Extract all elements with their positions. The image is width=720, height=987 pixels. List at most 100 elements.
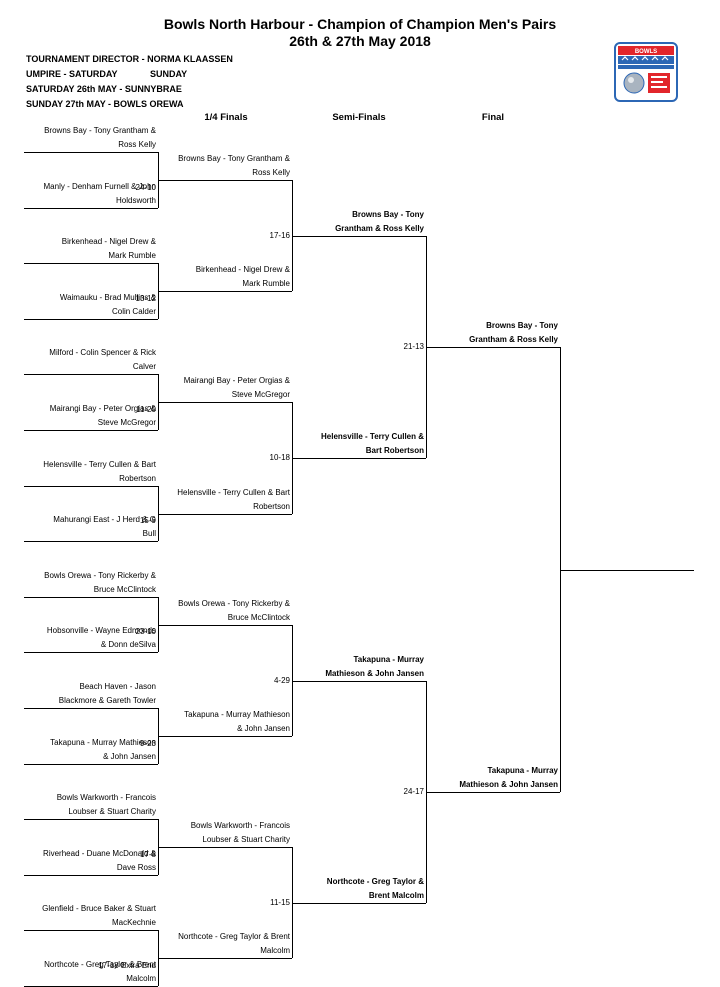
semi-finalist-3-line2: Mathieson & John Jansen <box>325 669 424 678</box>
entrant-7-line2: Robertson <box>119 474 156 483</box>
quarter-winner-5-line1: Bowls Orewa - Tony Rickerby & <box>178 599 290 608</box>
semi-line <box>292 681 426 682</box>
qf-score-3: 4-29 <box>273 676 290 685</box>
semi-finalist-1-line1: Browns Bay - Tony <box>352 210 424 219</box>
r1-score-4: 15-9 <box>139 516 156 525</box>
entrant-12-line1: Takapuna - Murray Mathieson <box>50 738 156 747</box>
umpire-sunday-label: SUNDAY <box>150 69 188 79</box>
entrant-line <box>24 764 158 765</box>
entrant-line <box>24 319 158 320</box>
entrant-line <box>24 819 158 820</box>
entrant-line <box>24 486 158 487</box>
finalist-1-line2: Grantham & Ross Kelly <box>469 335 558 344</box>
sunday-venue: SUNDAY 27th MAY - BOWLS OREWA <box>26 99 184 109</box>
entrant-line <box>24 597 158 598</box>
quarter-line <box>158 402 292 403</box>
quarter-winner-7-line1: Bowls Warkworth - Francois <box>190 821 290 830</box>
entrant-14-line2: Dave Ross <box>116 863 156 872</box>
entrant-14-line1: Riverhead - Duane McDonald & <box>43 849 156 858</box>
quarter-line <box>158 180 292 181</box>
entrant-9-line2: Bruce McClintock <box>93 585 156 594</box>
entrant-11-line2: Blackmore & Gareth Towler <box>58 696 156 705</box>
finalist-1-line1: Browns Bay - Tony <box>486 321 558 330</box>
page-dates: 26th & 27th May 2018 <box>289 33 431 49</box>
semi-line <box>292 236 426 237</box>
entrant-10-line2: & Donn deSilva <box>100 640 156 649</box>
entrant-line <box>24 430 158 431</box>
r1-score-6: 9-23 <box>139 739 156 748</box>
semi-finalist-4-line1: Northcote - Greg Taylor & <box>326 877 424 886</box>
quarter-winner-4-line1: Helensville - Terry Cullen & Bart <box>177 488 290 497</box>
semi-finalist-1-line2: Grantham & Ross Kelly <box>335 224 424 233</box>
semi-finalist-2-line2: Bart Robertson <box>365 446 424 455</box>
entrant-line <box>24 152 158 153</box>
final-line <box>426 347 560 348</box>
quarter-winner-3-line2: Steve McGregor <box>231 390 290 399</box>
entrant-11-line1: Beach Haven - Jason <box>79 682 157 691</box>
entrant-line <box>24 875 158 876</box>
quarter-winner-2-line1: Birkenhead - Nigel Drew & <box>195 265 290 274</box>
page-title: Bowls North Harbour - Champion of Champi… <box>163 16 557 32</box>
umpire-label: UMPIRE - SATURDAY <box>26 69 118 79</box>
quarter-line <box>158 958 292 959</box>
entrant-4-line1: Waimauku - Brad Mullins & <box>59 293 156 302</box>
entrant-2-line2: Holdsworth <box>115 196 156 205</box>
round-heading-final: Final <box>481 112 505 123</box>
sf-score-1: 21-13 <box>403 342 424 351</box>
entrant-13-line2: Loubser & Stuart Charity <box>68 807 156 816</box>
qf-connector <box>292 847 293 958</box>
finalist-2-line1: Takapuna - Murray <box>487 766 558 775</box>
r1-score-8: 17-18 Extra End <box>98 961 156 970</box>
quarter-line <box>158 847 292 848</box>
qf-score-4: 11-15 <box>270 898 290 907</box>
r1-connector <box>158 597 159 652</box>
r1-score-1: 24-10 <box>135 183 156 192</box>
entrant-6-line2: Steve McGregor <box>97 418 156 427</box>
round-heading-semi: Semi-Finals <box>332 112 386 123</box>
r1-score-3: 11-20 <box>136 405 156 414</box>
sf-score-2: 24-17 <box>403 787 424 796</box>
entrant-8-line1: Mahurangi East - J Herd & G <box>53 515 156 524</box>
quarter-line <box>158 736 292 737</box>
r1-connector <box>158 486 159 541</box>
bowls-club-logo: BOWLS <box>614 42 678 102</box>
semi-finalist-3-line1: Takapuna - Murray <box>353 655 424 664</box>
qf-score-2: 10-18 <box>269 453 290 462</box>
final-line <box>426 792 560 793</box>
tournament-director: TOURNAMENT DIRECTOR - NORMA KLAASSEN <box>26 54 233 64</box>
entrant-15-line1: Glenfield - Bruce Baker & Stuart <box>42 904 156 913</box>
entrant-3-line2: Mark Rumble <box>108 251 156 260</box>
entrant-15-line2: MacKechnie <box>111 918 156 927</box>
quarter-winner-2-line2: Mark Rumble <box>242 279 290 288</box>
entrant-16-line2: Malcolm <box>126 974 156 983</box>
entrant-3-line1: Birkenhead - Nigel Drew & <box>61 237 156 246</box>
entrant-6-line1: Mairangi Bay - Peter Orgias & <box>49 404 156 413</box>
entrant-1-line2: Ross Kelly <box>118 140 156 149</box>
quarter-winner-3-line1: Mairangi Bay - Peter Orgias & <box>183 376 290 385</box>
entrant-13-line1: Bowls Warkworth - Francois <box>56 793 156 802</box>
entrant-4-line2: Colin Calder <box>111 307 156 316</box>
round-heading-quarter: 1/4 Finals <box>204 112 248 123</box>
svg-text:BOWLS: BOWLS <box>635 49 657 55</box>
semi-line <box>292 458 426 459</box>
entrant-9-line1: Bowls Orewa - Tony Rickerby & <box>44 571 156 580</box>
entrant-5-line2: Calver <box>132 362 156 371</box>
semi-finalist-2-line1: Helensville - Terry Cullen & <box>321 432 424 441</box>
entrant-10-line1: Hobsonville - Wayne Edmonds <box>46 626 156 635</box>
quarter-line <box>158 291 292 292</box>
finalist-2-line2: Mathieson & John Jansen <box>459 780 558 789</box>
entrant-line <box>24 374 158 375</box>
entrant-line <box>24 708 158 709</box>
entrant-5-line1: Milford - Colin Spencer & Rick <box>49 348 156 357</box>
quarter-winner-4-line2: Robertson <box>253 502 290 511</box>
qf-connector <box>292 625 293 736</box>
r1-score-5: 23-10 <box>135 627 156 636</box>
quarter-winner-5-line2: Bruce McClintock <box>227 613 290 622</box>
quarter-line <box>158 625 292 626</box>
quarter-winner-1-line2: Ross Kelly <box>252 168 290 177</box>
entrant-1-line1: Browns Bay - Tony Grantham & <box>44 126 156 135</box>
entrant-7-line1: Helensville - Terry Cullen & Bart <box>43 460 156 469</box>
quarter-winner-8-line1: Northcote - Greg Taylor & Brent <box>178 932 290 941</box>
entrant-line <box>24 652 158 653</box>
semi-finalist-4-line2: Brent Malcolm <box>368 891 424 900</box>
